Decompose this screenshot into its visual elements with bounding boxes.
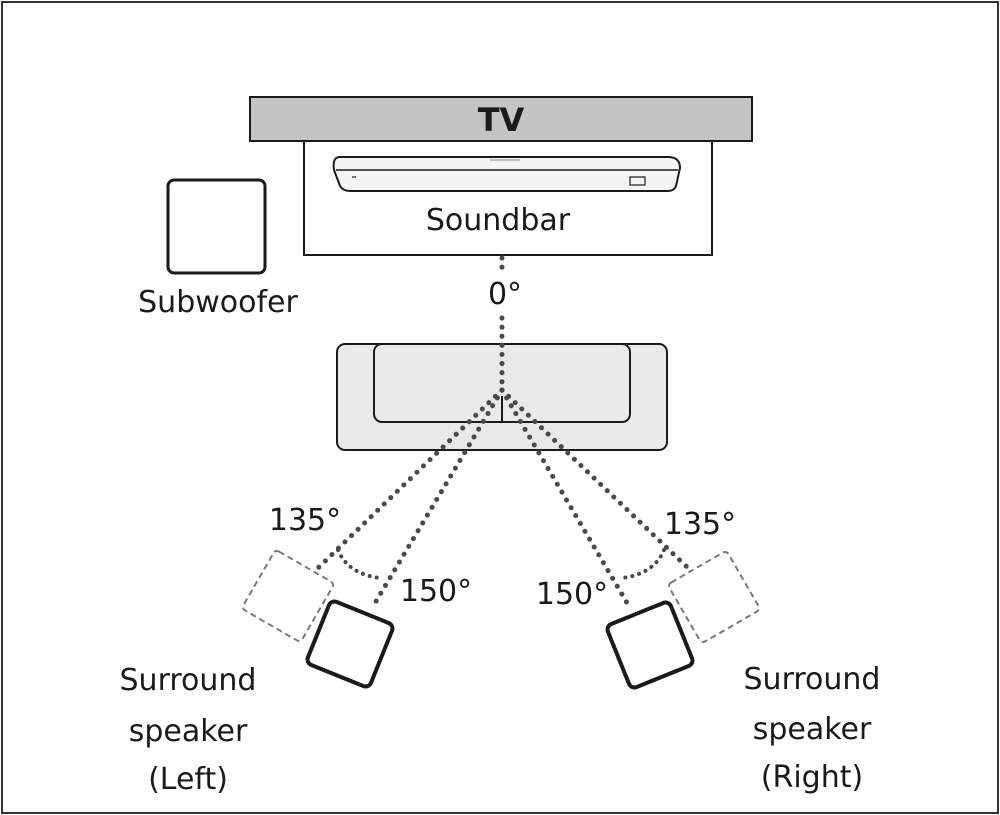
angle-arc-left [336, 548, 382, 580]
surround-right-label-line2: speaker [753, 712, 872, 747]
surround-left-label-line1: Surround [120, 663, 257, 698]
surround-left-label: Surround speaker (Left) [120, 663, 257, 797]
surround-right-label: Surround speaker (Right) [744, 662, 881, 795]
surround-left-label-line2: speaker [129, 714, 248, 749]
guide-line-right-outer [499, 387, 691, 571]
surround-right-label-line1: Surround [744, 662, 881, 697]
subwoofer-label: Subwoofer [138, 285, 298, 320]
angle-label-left-inner: 150° [400, 574, 472, 609]
soundbar [332, 156, 682, 192]
guide-line-right-inner [499, 387, 633, 611]
soundbar-label: Soundbar [426, 203, 571, 238]
sofa [336, 343, 668, 451]
angle-label-right-inner: 150° [536, 577, 608, 612]
surround-speaker-right [605, 600, 695, 690]
guide-line-left-inner [369, 387, 505, 611]
surround-right-alt-position [668, 551, 760, 643]
guide-line-left-outer [315, 387, 505, 571]
angle-label-front: 0° [488, 277, 522, 312]
surround-speaker-left [305, 599, 395, 689]
subwoofer [166, 178, 267, 275]
angle-label-right-outer: 135° [664, 507, 736, 542]
tv-panel [249, 96, 753, 142]
tv-label: TV [478, 101, 525, 139]
angle-label-left-outer: 135° [269, 503, 341, 538]
surround-left-label-line3: (Left) [148, 762, 228, 797]
surround-right-label-line3: (Right) [761, 760, 863, 795]
angle-arc-right [620, 548, 666, 580]
